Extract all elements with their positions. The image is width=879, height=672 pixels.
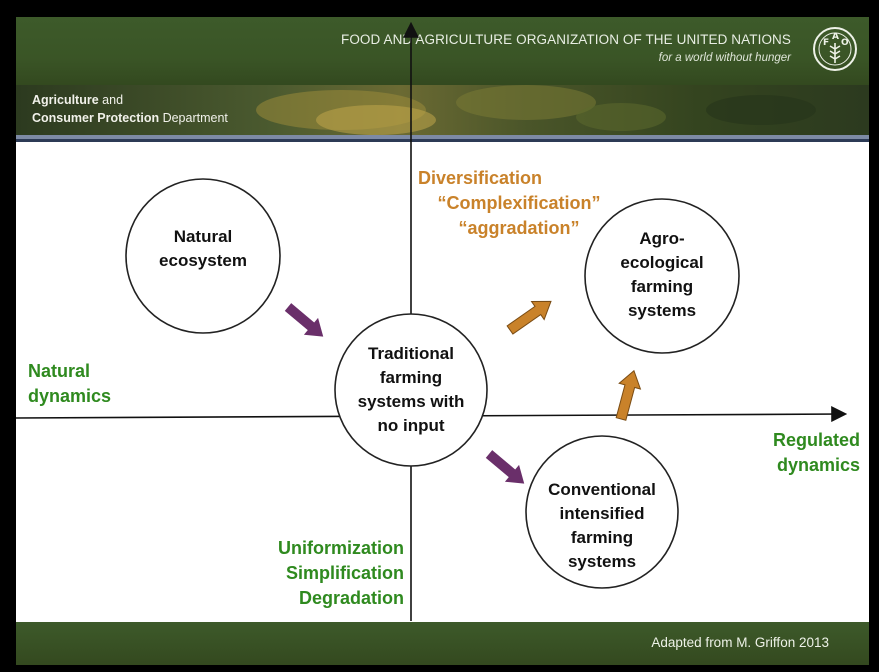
node-traditional (334, 313, 488, 467)
footer-bar: Adapted from M. Griffon 2013 (16, 622, 869, 665)
node-traditional-label: Traditional farming systems with no inpu… (357, 344, 465, 435)
department-line-2: Consumer Protection Department (32, 111, 228, 125)
node-conventional-label: Conventional intensified farming systems (548, 480, 656, 571)
node-conventional (525, 435, 679, 589)
svg-text:F: F (823, 38, 829, 48)
arrow-conventional-to-agroecological (615, 369, 642, 421)
svg-text:O: O (841, 38, 849, 48)
org-tagline: for a world without hunger (658, 52, 791, 64)
slide: FOOD AND AGRICULTURE ORGANIZATION OF THE… (16, 17, 869, 665)
svg-text:A: A (832, 32, 839, 42)
header-stripe (16, 135, 869, 139)
arrow-natural-to-traditional (284, 303, 324, 337)
org-name: FOOD AND AGRICULTURE ORGANIZATION OF THE… (340, 32, 791, 47)
node-natural-ecosystem-label: Natural ecosystem (159, 227, 247, 270)
camouflage-band (16, 85, 869, 135)
arrow-traditional-to-conventional (485, 450, 525, 484)
arrow-traditional-to-agroecological (506, 300, 552, 335)
label-regulated-dynamics: Regulated dynamics (772, 430, 860, 475)
label-natural-dynamics: Natural dynamics (28, 361, 112, 406)
fao-logo-icon: F A O (813, 27, 857, 71)
node-agroecological (584, 198, 740, 354)
department-line-1: Agriculture and (32, 93, 124, 107)
label-uniformization: Uniformization Simplification Degradatio… (278, 538, 404, 608)
diagram-graphics (16, 21, 848, 621)
node-agroecological-label: Agro- ecological farming systems (620, 229, 704, 320)
label-diversification: Diversification “Complexification” “aggr… (418, 168, 601, 238)
header-stripe-dark (16, 139, 869, 142)
header-bar: FOOD AND AGRICULTURE ORGANIZATION OF THE… (16, 17, 869, 85)
source-credit: Adapted from M. Griffon 2013 (651, 635, 829, 650)
node-natural-ecosystem (125, 178, 281, 334)
